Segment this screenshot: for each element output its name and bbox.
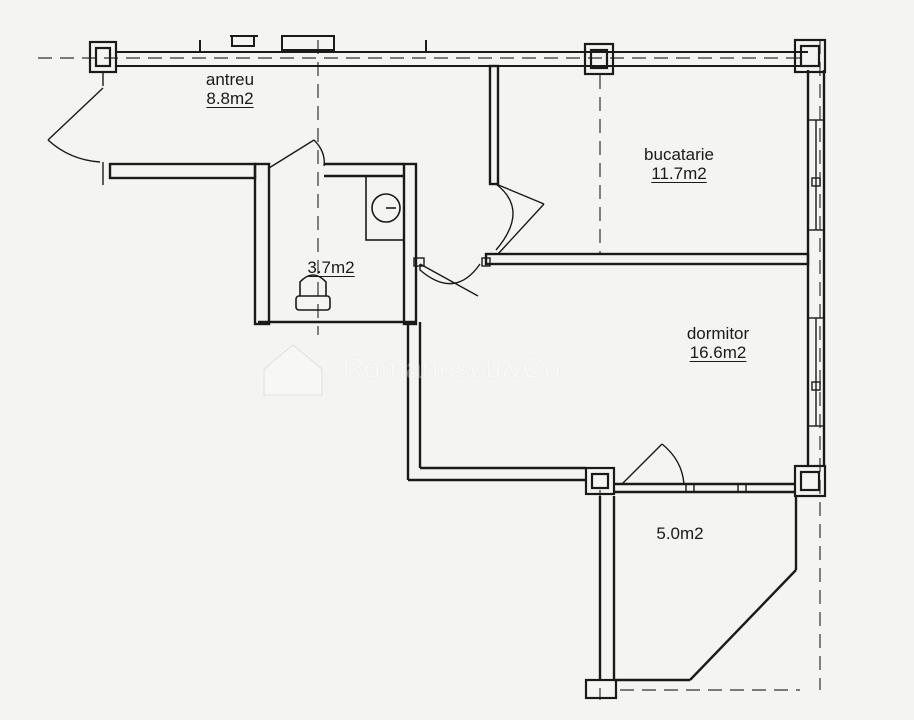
room-name: antreu [205,70,255,89]
watermark: Romanescu&Co [258,336,658,402]
window-right [685,71,825,493]
room-area: 5.0m2 [656,524,704,543]
sink-icon [365,175,405,241]
room-label-antreu: antreu 8.8m2 [192,70,268,108]
structural-columns [88,38,827,700]
room-area: 16.6m2 [689,343,747,362]
room-name: dormitor [686,324,750,343]
room-area: 3.7m2 [307,258,355,277]
exterior-wall-top [115,35,808,67]
room-area: 11.7m2 [651,164,707,183]
room-name: bucatarie [644,145,714,164]
room-label-baie: 3.7m2 [294,258,368,277]
toilet-icon [295,274,331,311]
bedroom-door [413,257,491,297]
room-label-bucatarie: bucatarie 11.7m2 [624,145,734,183]
bathroom-door [268,139,325,169]
entrance-door [47,72,104,185]
room-area: 8.8m2 [206,89,254,108]
balcony-door [621,443,685,485]
watermark-text: Romanescu&Co [342,352,561,385]
kitchen-door [495,183,545,255]
house-logo-icon [263,344,323,396]
room-label-balcon: 5.0m2 [640,524,720,543]
room-label-dormitor: dormitor 16.6m2 [668,324,768,362]
